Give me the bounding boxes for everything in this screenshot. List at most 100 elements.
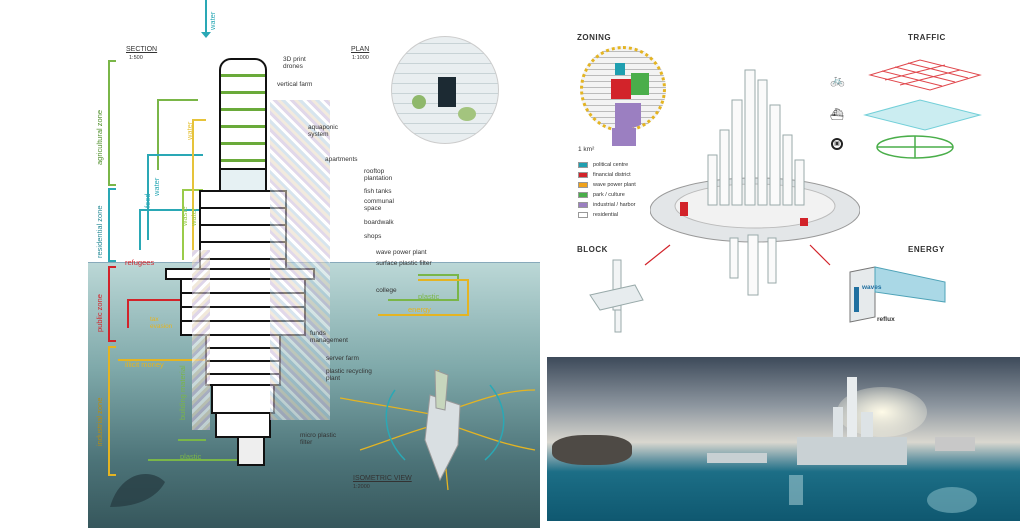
legend-label: industrial / harbor	[593, 202, 636, 208]
city-isometric	[650, 69, 860, 296]
legend-swatch	[578, 192, 588, 198]
plan-title: PLAN	[351, 46, 370, 53]
refugee-boat	[552, 435, 632, 465]
isometric-title: ISOMETRIC VIEW	[353, 475, 412, 482]
plan-greenery	[412, 95, 426, 109]
energy-waves-label: waves	[862, 284, 882, 291]
whale-underwater	[927, 487, 977, 513]
zone-industrial	[615, 103, 641, 129]
illicit-money-flow-label: illicit money	[125, 360, 164, 369]
recycling-block	[215, 412, 271, 438]
plastic-bottom-flow-label: plastic	[180, 452, 202, 461]
section-label: vertical farm	[277, 81, 313, 88]
legend-item: industrial / harbor	[578, 200, 636, 210]
legend-label: residential	[593, 212, 619, 218]
public-zone-bracket	[108, 266, 116, 342]
industrial-harbor-extension	[612, 128, 636, 146]
boat-icon: ⛴	[830, 109, 844, 121]
plan-core	[438, 77, 456, 107]
arrow-head	[201, 32, 211, 38]
legend-item: political centre	[578, 160, 636, 170]
isometric-scale: 1:2000	[353, 484, 370, 490]
server-farm-block	[211, 384, 275, 414]
section-label: shops	[364, 233, 382, 240]
legend-swatch	[578, 172, 588, 178]
bicycle-icon: 🚲	[830, 73, 845, 87]
city-skyline	[847, 377, 857, 465]
section-label: plastic recycling plant	[326, 368, 372, 382]
water-inflow-arrow	[205, 0, 207, 34]
plan-greenery	[458, 107, 476, 121]
waste-water-flow-label: waste water	[180, 206, 198, 226]
aquaponic-block	[219, 168, 267, 192]
section-label: apartments	[325, 156, 358, 163]
legend-item: park / culture	[578, 190, 636, 200]
section-label: rooftop plantation	[364, 168, 393, 182]
legend-label: financial district	[593, 172, 631, 178]
whale-illustration	[110, 474, 165, 507]
refugees-flow-label: refugees	[125, 258, 155, 267]
plan-scale: 1:1000	[352, 55, 369, 61]
energy-right-flow-label: energy	[408, 305, 431, 314]
section-title: SECTION	[126, 46, 158, 53]
section-label: server farm	[326, 355, 359, 362]
agricultural-zone-bracket	[108, 60, 116, 186]
legend-swatch	[578, 182, 588, 188]
legend-item: financial district	[578, 170, 636, 180]
section-label: communal space	[364, 198, 394, 212]
section-scale: 1:500	[129, 55, 143, 61]
block-arrows	[644, 244, 831, 266]
energy-drawing	[849, 266, 946, 323]
traffic-layers	[863, 59, 982, 159]
section-label: fish tanks	[364, 188, 392, 195]
traffic-title: TRAFFIC	[908, 33, 946, 42]
energy-title: ENERGY	[908, 245, 945, 254]
section-label: aquaponic system	[308, 124, 338, 138]
isometric-view	[340, 369, 536, 491]
city-skyline	[797, 437, 907, 465]
plastic-right-flow-label: plastic	[418, 292, 440, 301]
section-label: surface plastic filter	[376, 260, 432, 267]
residential-zone-bracket	[108, 188, 116, 262]
zoning-title: ZONING	[577, 33, 612, 42]
water-left-flow-label: water	[152, 177, 161, 196]
food-flow-label: food	[143, 193, 152, 208]
section-label: college	[376, 287, 397, 294]
building-material-flow-label: building material	[178, 365, 187, 420]
metro-icon: ▣	[831, 138, 843, 150]
legend-swatch	[578, 162, 588, 168]
legend-item: residential	[578, 210, 636, 220]
ship	[935, 437, 975, 451]
zoning-legend: political centre financial district wave p…	[578, 160, 636, 220]
legend-item: wave power plant	[578, 180, 636, 190]
tax-evasion-flow-label: tax evasion	[150, 316, 173, 330]
facade-texture-left	[192, 250, 210, 430]
zone-park	[631, 73, 649, 95]
block-drawing	[589, 259, 644, 333]
zone-financial	[611, 79, 631, 99]
energy-reflux-label: reflux	[877, 316, 895, 323]
micro-filter-block	[237, 436, 265, 466]
legend-label: wave power plant	[593, 182, 636, 188]
section-label: micro plastic filter	[300, 432, 337, 446]
water-flow-label: water	[208, 11, 217, 30]
underwater-structure	[789, 475, 803, 505]
section-label: wave power plant	[376, 249, 427, 256]
city-skyline	[833, 407, 843, 465]
block-title: BLOCK	[577, 245, 608, 254]
section-label: funds management	[310, 330, 348, 344]
zone-political	[615, 63, 625, 75]
section-label: boardwalk	[364, 219, 394, 226]
floating-debris	[707, 453, 767, 463]
water-mid-flow-label: water	[185, 121, 194, 140]
facade-texture	[270, 100, 330, 420]
section-label: 3D print drones	[283, 56, 306, 70]
industrial-zone-bracket	[108, 346, 116, 476]
legend-label: park / culture	[593, 192, 625, 198]
vertical-farm-block	[219, 58, 267, 170]
zoning-scale-note: 1 km²	[578, 146, 595, 153]
plan-circle	[391, 36, 499, 144]
legend-swatch	[578, 212, 588, 218]
legend-label: political centre	[593, 162, 629, 168]
city-render-image	[547, 357, 1020, 521]
